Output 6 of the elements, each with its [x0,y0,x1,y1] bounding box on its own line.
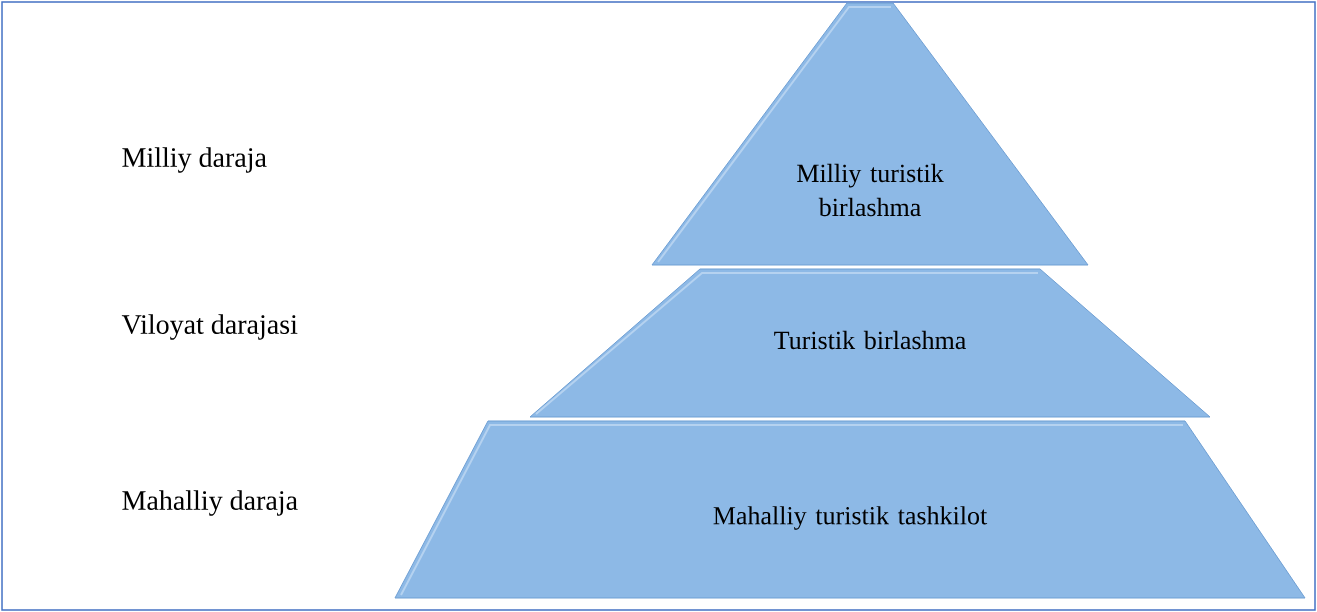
pyramid-level: Mahalliy turistik tashkilot [394,420,1306,599]
pyramid-level: Turistik birlashma [529,268,1211,418]
pyramid-level: Milliy turistik birlashma [651,2,1089,266]
level-label: Mahalliy daraja [122,490,298,516]
level-label: Milliy daraja [122,147,267,173]
level-label: Viloyat darajasi [121,314,298,340]
